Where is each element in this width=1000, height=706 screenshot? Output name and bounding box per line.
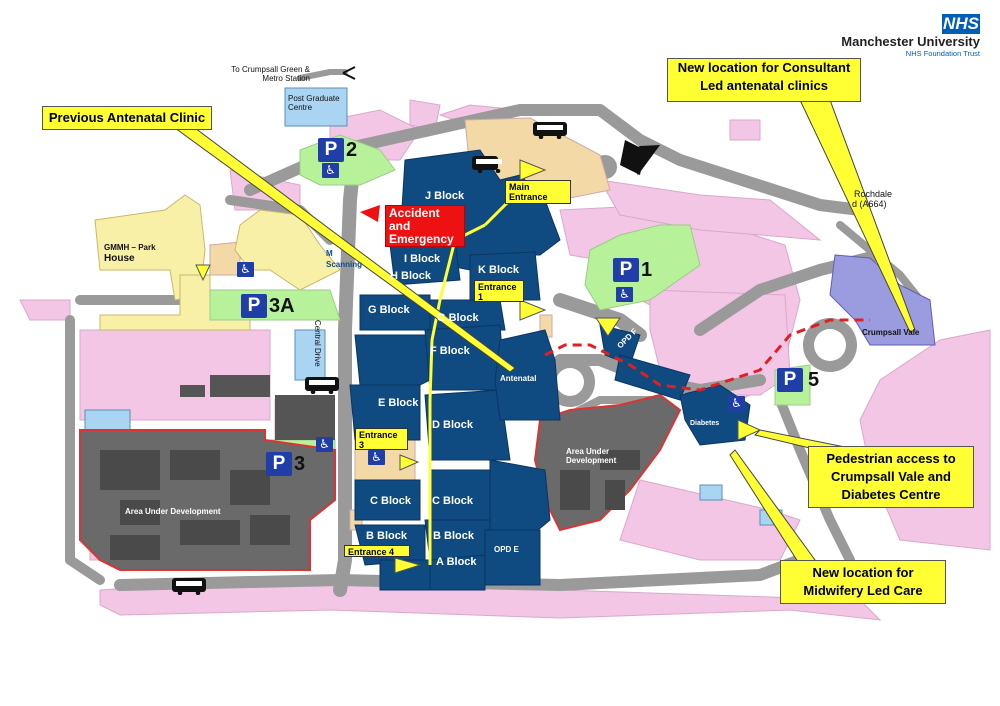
- parking-icon: P: [777, 368, 803, 392]
- trust-name-text: NHS Foundation Trust: [905, 49, 980, 58]
- label-c-block-right: C Block: [432, 495, 473, 507]
- ae-arrow: [360, 205, 380, 222]
- label-b-block-left: B Block: [366, 530, 407, 542]
- wheelchair-icon: ♿: [368, 450, 385, 465]
- sign-entrance-4: Entrance 4: [344, 545, 410, 557]
- parking-icon: P: [241, 294, 267, 318]
- rochdale-arrow-head-icon: [622, 145, 660, 175]
- callout-previous-antenatal: Previous Antenatal Clinic: [42, 106, 212, 130]
- bus-icon: [305, 377, 339, 394]
- sign-entrance-1: Entrance 1: [474, 280, 524, 302]
- bus-icon: [472, 156, 502, 173]
- label-area-dev-left: Area Under Development: [125, 507, 221, 516]
- label-central-drive: Central Drive: [313, 320, 322, 367]
- label-f-block: F Block: [430, 345, 470, 357]
- label-gmmh-line2: House: [104, 253, 135, 264]
- label-i-block: I Block: [404, 253, 441, 265]
- parking-2-number: 2: [346, 139, 358, 161]
- label-area-dev-right: Area Under Development: [566, 447, 617, 465]
- parking-3a-number: 3A: [269, 295, 295, 317]
- nhs-logo: NHS: [942, 14, 980, 34]
- parking-1-number: 1: [641, 259, 653, 281]
- org-name-text: Manchester University: [841, 34, 980, 49]
- bus-icon: [533, 122, 567, 139]
- label-e-block: E Block: [378, 397, 419, 409]
- label-g-block: G Block: [368, 304, 410, 316]
- label-a-block: A Block: [436, 556, 477, 568]
- org-name: Manchester University NHS Foundation Tru…: [841, 34, 980, 59]
- label-c-block-left: C Block: [370, 495, 411, 507]
- label-j-block: J Block: [425, 190, 465, 202]
- label-scanning-2: Scanning: [326, 260, 363, 269]
- parking-icon: P: [266, 452, 292, 476]
- sign-main-entrance: Main Entrance: [505, 180, 571, 204]
- label-rochdale-2: d (A664): [852, 199, 887, 209]
- wheelchair-icon: ♿: [316, 437, 333, 452]
- label-gmmh-line1: GMMH – Park: [104, 243, 156, 252]
- label-to-crumpsall: To Crumpsall Green & Metro Station: [231, 65, 310, 83]
- parking-icon: P: [613, 258, 639, 282]
- yellow-route-main: [428, 223, 486, 565]
- wheelchair-icon: ♿: [322, 163, 339, 178]
- label-b-block-right: B Block: [433, 530, 474, 542]
- label-crumpsall-vale: Crumpsall Vale: [862, 328, 920, 337]
- light-blue-buildings: [84, 87, 783, 526]
- label-scanning-1: M: [326, 249, 333, 258]
- parking-icon: P: [318, 138, 344, 162]
- callout-pointers: [173, 99, 916, 566]
- direction-arrows: [195, 159, 762, 574]
- bus-icon: [172, 578, 206, 595]
- label-post-graduate: Post Graduate Centre: [288, 94, 340, 112]
- parking-3-number: 3: [294, 453, 306, 475]
- pedestrian-route: [544, 318, 870, 392]
- sign-entrance-3: Entrance 3: [355, 428, 408, 450]
- sign-accident-emergency: Accident and Emergency: [385, 205, 465, 247]
- label-antenatal: Antenatal: [500, 374, 537, 383]
- crumpsall-arrow-icon: [342, 66, 356, 80]
- callout-pedestrian-access: Pedestrian access to Crumpsall Vale and …: [808, 446, 974, 508]
- label-diabetes: Diabetes: [690, 420, 720, 427]
- parking-5-number: 5: [808, 369, 820, 391]
- wheelchair-icon: ♿: [616, 287, 633, 302]
- development-areas: [79, 375, 682, 571]
- label-g-block-right: G Block: [437, 312, 479, 324]
- label-k-block: K Block: [478, 264, 519, 276]
- label-h-block: H Block: [390, 270, 431, 282]
- callout-consultant-led: New location for Consultant Led antenata…: [667, 58, 861, 102]
- wheelchair-icon: ♿: [728, 396, 745, 411]
- label-opd-e: OPD E: [494, 545, 519, 554]
- label-rochdale-1: Rochdale: [854, 189, 893, 199]
- wheelchair-icon: ♿: [237, 262, 254, 277]
- callout-midwifery-led: New location for Midwifery Led Care: [780, 560, 946, 604]
- label-d-block: D Block: [432, 419, 473, 431]
